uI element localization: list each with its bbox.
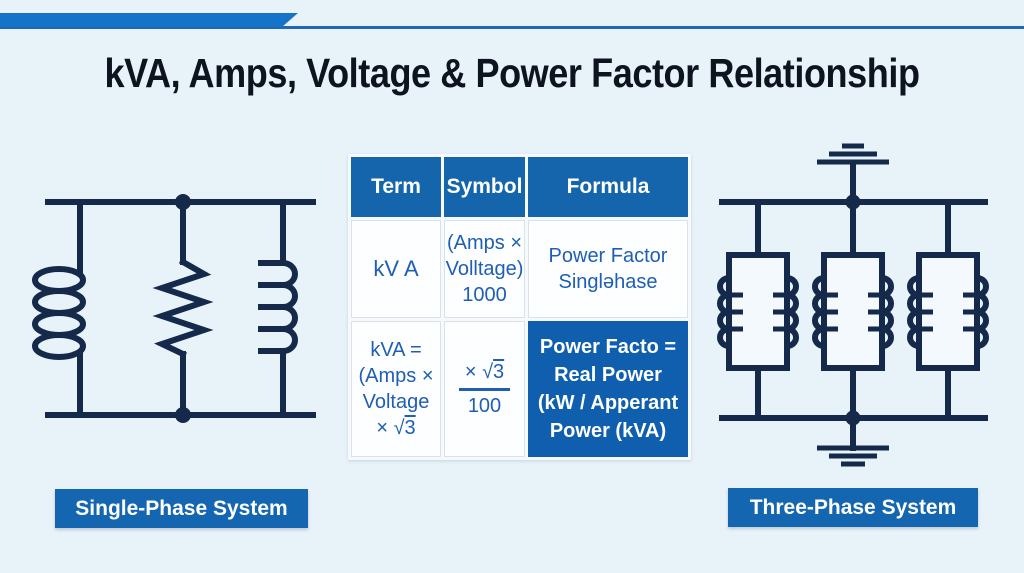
table-header-formula: Formula — [528, 157, 688, 217]
inductor-coil-branch — [258, 199, 298, 418]
relationship-table: Term Symbol Formula kV A (Amps × Volltag… — [348, 154, 691, 460]
top-accent-bar-slant — [282, 13, 298, 27]
cell-symbol-sqrt3-fraction: × √3 100 — [444, 321, 525, 457]
winding-branch-right — [907, 199, 989, 421]
cell-symbol-kva: (Amps × Volltage) 1000 — [444, 220, 525, 318]
single-phase-label: Single-Phase System — [55, 489, 308, 528]
table-header-symbol: Symbol — [444, 157, 525, 217]
cell-formula-power-factor-definition: Power Facto = Real Power (kW / Apperant … — [528, 321, 688, 457]
page-title: kVA, Amps, Voltage & Power Factor Relati… — [104, 50, 920, 96]
inductor-loop-branch — [32, 199, 86, 418]
resistor-branch — [152, 194, 214, 423]
top-accent-line — [0, 26, 1024, 29]
table-header-term: Term — [351, 157, 441, 217]
three-phase-label: Three-Phase System — [728, 488, 978, 527]
fraction: × √3 100 — [458, 359, 511, 419]
winding-branch-middle — [812, 199, 894, 421]
top-accent-bar — [0, 13, 282, 27]
bottom-ground-symbol — [817, 415, 889, 467]
three-phase-circuit-diagram — [717, 143, 989, 467]
cell-formula-power-factor-single: Power Factor Singləhase — [528, 220, 688, 318]
winding-branch-left — [717, 199, 799, 421]
top-ground-symbol — [817, 143, 889, 205]
single-phase-circuit-diagram — [32, 194, 316, 423]
cell-term-kva-three-phase: kVA = (Amps × Voltage × √3 — [351, 321, 441, 457]
cell-term-kva: kV A — [351, 220, 441, 318]
